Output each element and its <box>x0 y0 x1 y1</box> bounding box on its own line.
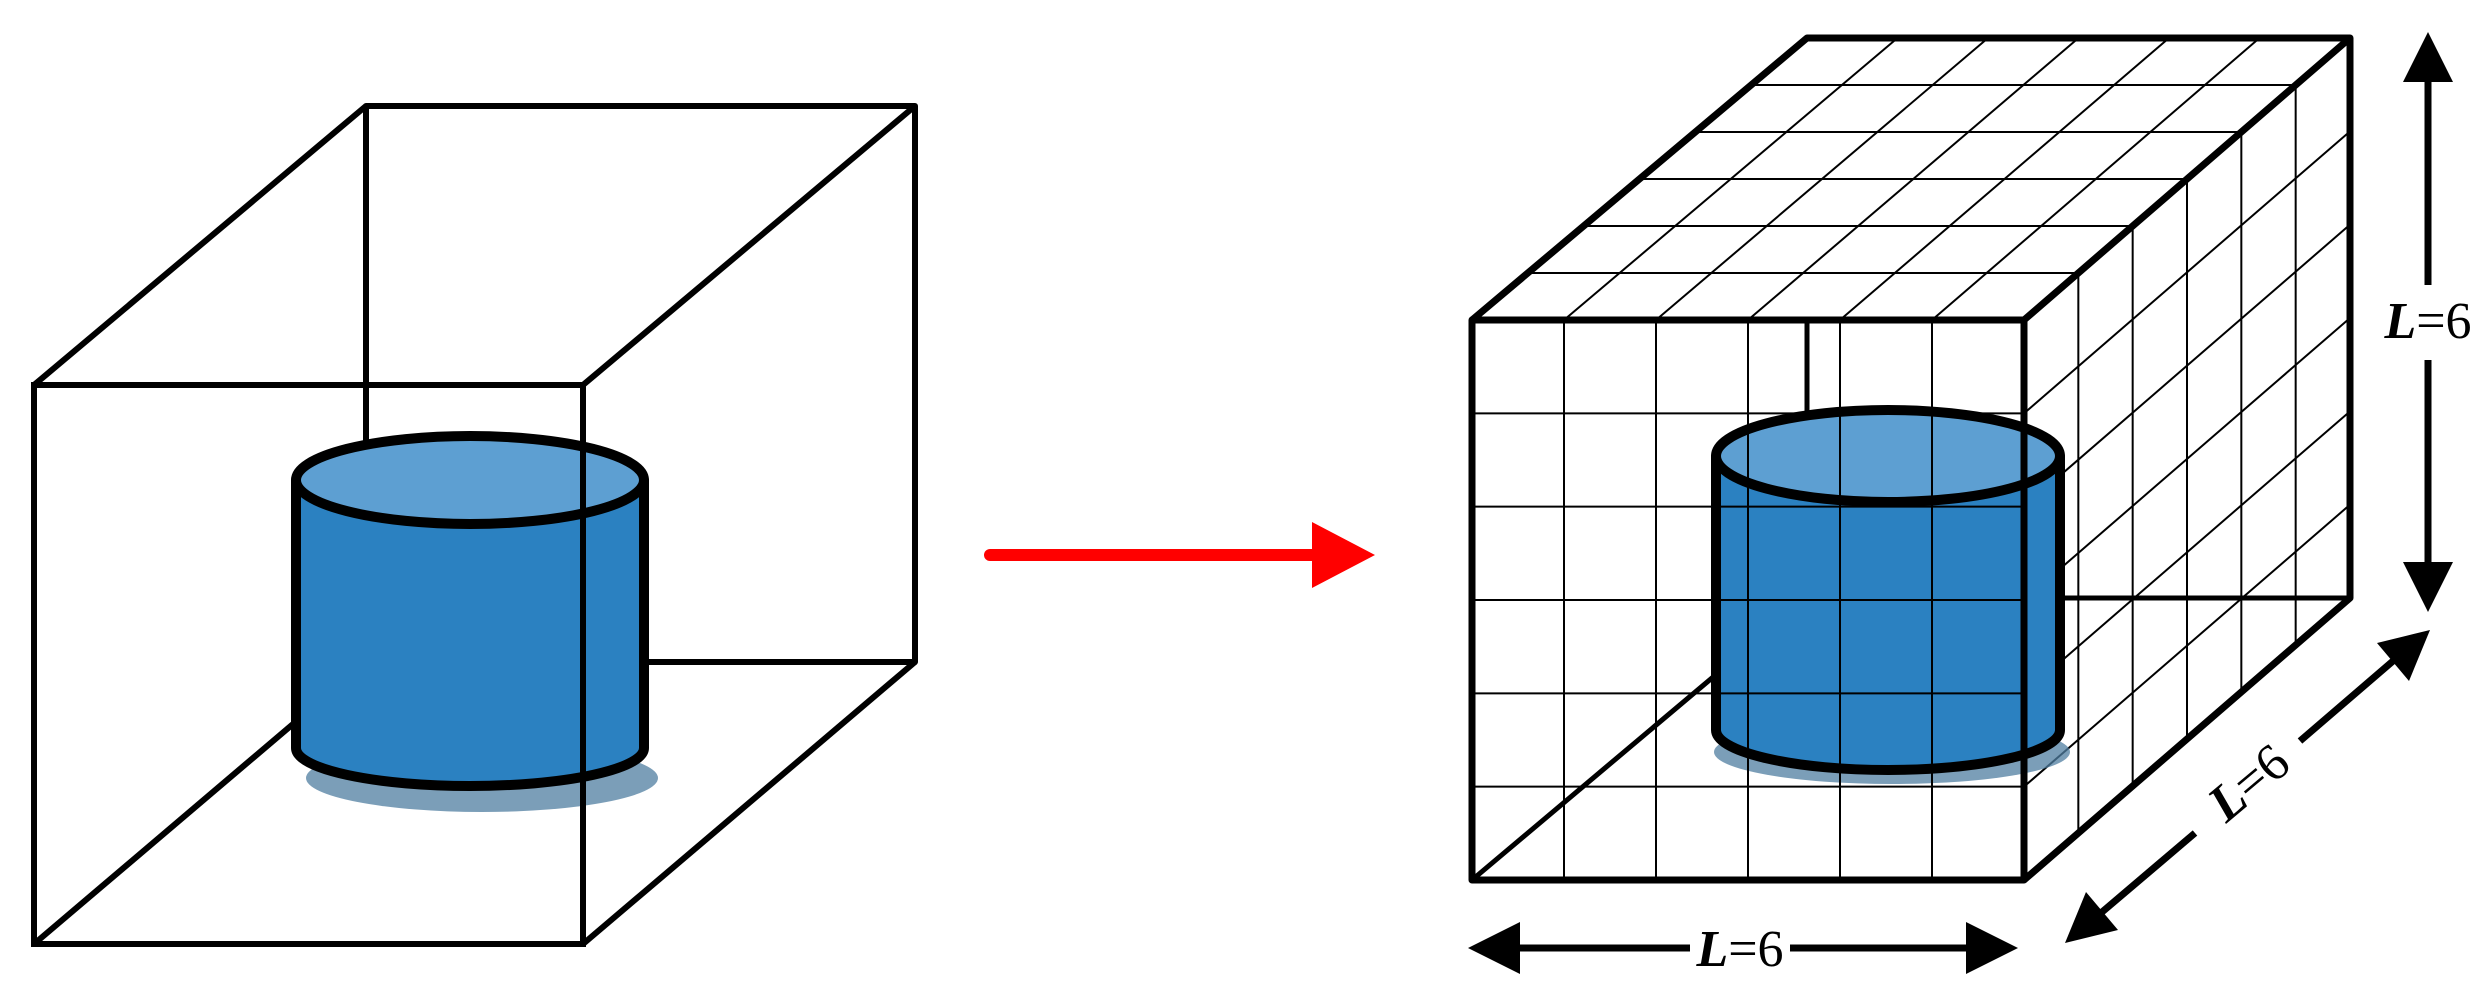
right-grid-line <box>2023 503 2351 788</box>
dimension-width-label: L=6 <box>1695 921 1783 978</box>
right-box <box>1468 34 2354 884</box>
dimension-height-label: L=6 <box>2383 293 2471 350</box>
dimension-height: L=6 <box>2383 32 2472 612</box>
right-cylinder-body <box>1711 451 2065 775</box>
left-cylinder-body <box>291 475 649 791</box>
left-box-edge-tl <box>32 103 368 388</box>
transform-arrow <box>984 522 1375 588</box>
front-face-grid <box>1472 320 2024 880</box>
left-cylinder-top <box>291 431 649 529</box>
right-cylinder-top <box>1711 405 2065 507</box>
right-box-outline <box>1468 34 2354 884</box>
dimension-width: L=6 <box>1468 921 2018 978</box>
left-box-front-face <box>31 382 586 947</box>
left-box-edge-tr <box>581 103 917 388</box>
dimension-depth-label: L=6 <box>2197 733 2301 833</box>
top-face-grid <box>1527 37 2296 321</box>
right-cylinder <box>1711 405 2070 784</box>
dimension-depth: L=6 <box>2065 630 2430 943</box>
left-box-edge-br <box>581 659 917 947</box>
left-cylinder <box>291 431 658 812</box>
right-face-grid <box>2023 85 2351 833</box>
